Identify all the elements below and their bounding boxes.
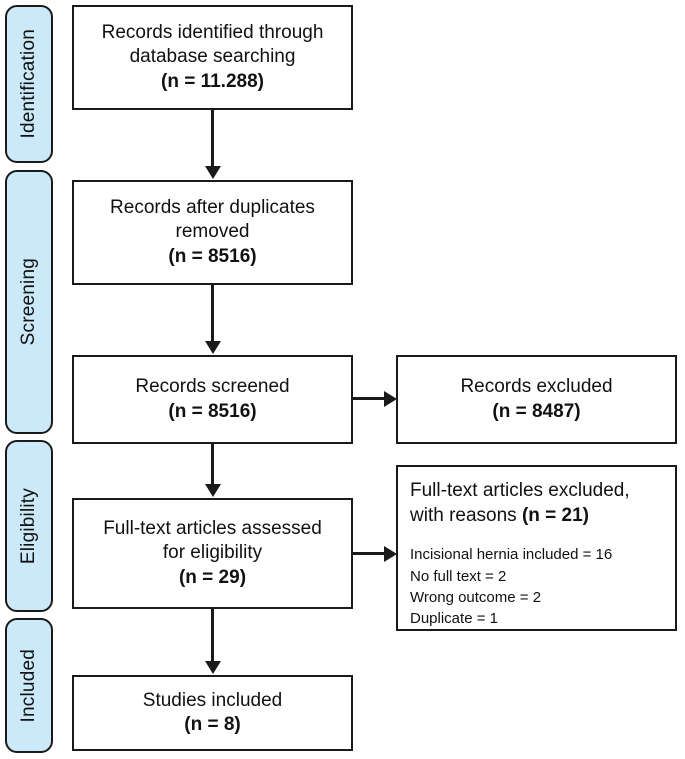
records-after-duplicates-line2: removed — [175, 221, 250, 243]
stage-label-eligibility: Eligibility — [18, 487, 39, 565]
arrowhead-down-to-duplicates — [204, 166, 221, 179]
box-records-screened: Records screened (n = 8516) — [72, 355, 353, 444]
connector-screened-to-excluded — [353, 397, 386, 400]
fulltext-excluded-heading-prefix: with reasons — [410, 504, 522, 526]
stage-label-identification: Identification — [18, 29, 39, 139]
stage-pill-eligibility: Eligibility — [5, 440, 53, 612]
arrowhead-down-to-included — [204, 661, 221, 674]
records-screened-count: (n = 8516) — [168, 400, 257, 422]
reason-item: Wrong outcome = 2 — [410, 588, 542, 606]
arrowhead-down-to-screened — [204, 341, 221, 354]
stage-pill-included: Included — [5, 618, 53, 753]
records-identified-count: (n = 11.288) — [161, 70, 264, 92]
box-fulltext-excluded: Full-text articles excluded, with reason… — [396, 465, 677, 631]
reason-item: No full text = 2 — [410, 567, 507, 585]
fulltext-excluded-heading: Full-text articles excluded, with reason… — [410, 479, 630, 528]
fulltext-excluded-count: (n = 21) — [521, 504, 590, 526]
records-excluded-line1: Records excluded — [460, 376, 613, 398]
fulltext-assessed-line1: Full-text articles assessed — [103, 518, 322, 540]
box-records-excluded: Records excluded (n = 8487) — [396, 355, 677, 444]
box-records-identified: Records identified through database sear… — [72, 5, 353, 110]
records-identified-line2: database searching — [129, 46, 296, 68]
studies-included-line1: Studies included — [142, 689, 283, 711]
records-excluded-count: (n = 8487) — [492, 400, 581, 422]
reason-item: Incisional hernia included = 16 — [410, 546, 613, 564]
connector-screened-to-fulltext — [211, 444, 214, 485]
fulltext-assessed-line2: for eligibility — [162, 542, 263, 564]
connector-fulltext-to-excluded — [353, 552, 386, 555]
arrowhead-right-to-excluded — [384, 390, 397, 407]
connector-fulltext-to-included — [211, 609, 214, 662]
records-identified-line1: Records identified through — [101, 22, 324, 44]
records-screened-line1: Records screened — [135, 376, 290, 398]
arrowhead-down-to-fulltext — [204, 484, 221, 497]
fulltext-excluded-heading-line1: Full-text articles excluded, — [410, 480, 630, 501]
fulltext-assessed-count: (n = 29) — [178, 566, 247, 588]
fulltext-excluded-reason-list: Incisional hernia included = 16 No full … — [410, 544, 612, 629]
box-fulltext-assessed: Full-text articles assessed for eligibil… — [72, 498, 353, 609]
fulltext-excluded-heading-line2: with reasons (n = 21) — [410, 504, 630, 529]
reason-item: Duplicate = 1 — [410, 610, 498, 628]
records-after-duplicates-line1: Records after duplicates — [110, 197, 315, 219]
connector-identified-to-duplicates — [211, 110, 214, 167]
stage-label-included: Included — [18, 648, 39, 723]
stage-label-screening: Screening — [18, 258, 39, 346]
box-studies-included: Studies included (n = 8) — [72, 675, 353, 751]
records-after-duplicates-count: (n = 8516) — [168, 245, 257, 267]
box-records-after-duplicates: Records after duplicates removed (n = 85… — [72, 180, 353, 285]
stage-pill-screening: Screening — [5, 170, 53, 434]
studies-included-count: (n = 8) — [184, 714, 241, 735]
stage-pill-identification: Identification — [5, 5, 53, 163]
connector-duplicates-to-screened — [211, 285, 214, 342]
arrowhead-right-to-fulltext-excluded — [384, 545, 397, 562]
